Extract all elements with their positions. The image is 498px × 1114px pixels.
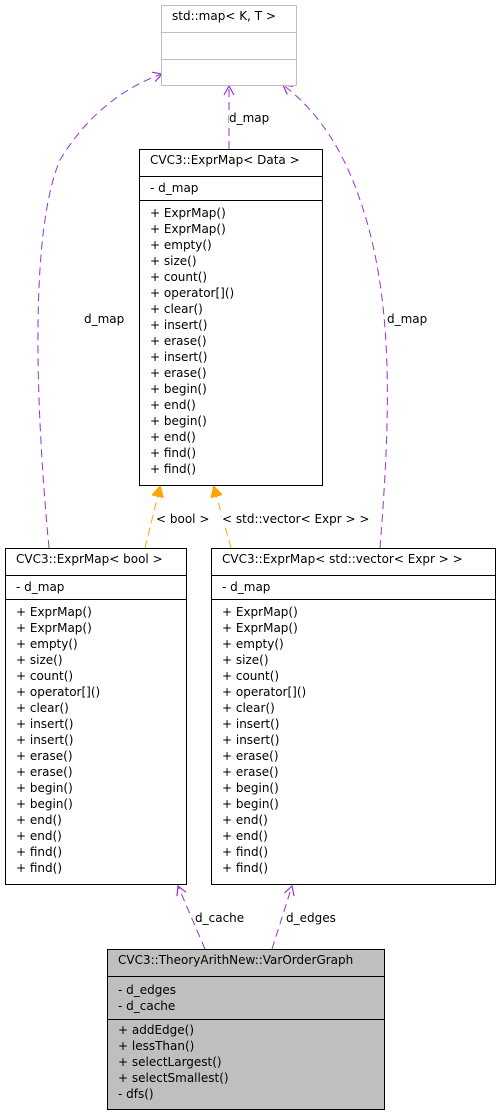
class-title: CVC3::ExprMap< Data >: [150, 153, 300, 167]
attributes-section: - d_map: [140, 176, 322, 200]
method-item: + selectSmallest(): [118, 1071, 229, 1085]
method-item: + begin(): [150, 414, 207, 428]
method-item: + ExprMap(): [150, 206, 226, 220]
method-item: + insert(): [222, 717, 280, 731]
class-title: CVC3::ExprMap< std::vector< Expr > >: [222, 552, 463, 566]
method-item: + begin(): [222, 797, 279, 811]
attributes-section: - d_edges - d_cache: [108, 976, 384, 1019]
edge-bool-to-data: [144, 487, 160, 549]
method-item: + begin(): [16, 781, 73, 795]
method-item: + lessThan(): [118, 1039, 195, 1053]
class-std-map[interactable]: std::map< K, T >: [161, 5, 297, 86]
attribute-item: - d_map: [150, 181, 199, 195]
class-expr-map-bool[interactable]: CVC3::ExprMap< bool > - d_map + ExprMap(…: [5, 548, 187, 885]
label-graph-to-bool: d_cache: [195, 911, 245, 925]
method-item: + operator[](): [150, 286, 235, 300]
method-item: + ExprMap(): [222, 621, 298, 635]
methods-section: + ExprMap() + ExprMap() + empty() + size() +…: [140, 200, 322, 477]
method-item: + insert(): [16, 717, 74, 731]
method-item: + erase(): [222, 765, 279, 779]
method-item: + operator[](): [16, 685, 101, 699]
class-title: CVC3::ExprMap< bool >: [16, 552, 163, 566]
method-item: + find(): [16, 861, 63, 875]
method-item: + clear(): [150, 302, 203, 316]
label-vector-to-data: < std::vector< Expr > >: [222, 512, 370, 526]
attributes-section: - d_map: [6, 575, 186, 599]
edge-vector-to-map: [282, 84, 388, 549]
method-item: + end(): [16, 813, 62, 827]
method-item: + erase(): [16, 749, 73, 763]
label-bool-to-map: d_map: [84, 312, 125, 326]
method-item: + end(): [222, 813, 268, 827]
method-item: + begin(): [150, 382, 207, 396]
methods-section: [162, 59, 296, 85]
method-item: + end(): [222, 829, 268, 843]
method-item: + insert(): [150, 350, 208, 364]
method-item: + count(): [16, 669, 74, 683]
attribute-item: - d_cache: [118, 999, 176, 1013]
method-item: + empty(): [150, 238, 212, 252]
method-item: + size(): [222, 653, 269, 667]
attribute-item: - d_map: [222, 580, 271, 594]
class-expr-map-vector[interactable]: CVC3::ExprMap< std::vector< Expr > > - d…: [211, 548, 496, 885]
method-item: + empty(): [222, 637, 284, 651]
method-item: + insert(): [222, 733, 280, 747]
method-item: + find(): [16, 845, 63, 859]
method-item: + begin(): [222, 781, 279, 795]
edge-graph-to-vector: [271, 884, 295, 950]
method-item: + end(): [150, 430, 196, 444]
method-item: + end(): [16, 829, 62, 843]
attributes-section: - d_map: [212, 575, 495, 599]
class-title: CVC3::TheoryArithNew::VarOrderGraph: [118, 953, 354, 967]
method-item: + erase(): [150, 334, 207, 348]
method-item: + count(): [150, 270, 208, 284]
method-item: + empty(): [16, 637, 78, 651]
method-item: + find(): [150, 462, 197, 476]
class-title: std::map< K, T >: [172, 9, 276, 23]
attribute-item: - d_edges: [118, 983, 177, 997]
label-graph-to-vector: d_edges: [286, 911, 336, 925]
method-item: + find(): [222, 861, 269, 875]
method-item: + erase(): [16, 765, 73, 779]
method-item: + size(): [16, 653, 63, 667]
method-item: + insert(): [16, 733, 74, 747]
edge-graph-to-bool: [176, 884, 206, 950]
method-item: + ExprMap(): [16, 605, 92, 619]
method-item: + addEdge(): [118, 1023, 195, 1037]
method-item: + begin(): [16, 797, 73, 811]
method-item: + end(): [150, 398, 196, 412]
method-item: + clear(): [16, 701, 69, 715]
methods-section: + ExprMap() + ExprMap() + empty() + size() +…: [212, 599, 495, 876]
method-item: + selectLargest(): [118, 1055, 222, 1069]
label-bool-to-data: < bool >: [156, 512, 210, 526]
label-data-to-map: d_map: [229, 111, 270, 125]
method-item: + operator[](): [222, 685, 307, 699]
method-item: + ExprMap(): [150, 222, 226, 236]
method-item: + insert(): [150, 318, 208, 332]
attribute-item: - d_map: [16, 580, 65, 594]
method-item: + find(): [150, 446, 197, 460]
methods-section: + ExprMap() + ExprMap() + empty() + size() +…: [6, 599, 186, 876]
method-item: + ExprMap(): [222, 605, 298, 619]
method-item: + clear(): [222, 701, 275, 715]
method-item: + size(): [150, 254, 197, 268]
method-item: + erase(): [150, 366, 207, 380]
method-item: - dfs(): [118, 1087, 154, 1101]
method-item: + ExprMap(): [16, 621, 92, 635]
method-item: + find(): [222, 845, 269, 859]
label-vector-to-map: d_map: [387, 312, 428, 326]
methods-section: + addEdge() + lessThan() + selectLargest()…: [108, 1019, 384, 1102]
method-item: + count(): [222, 669, 280, 683]
class-var-order-graph[interactable]: CVC3::TheoryArithNew::VarOrderGraph - d_…: [107, 949, 385, 1110]
class-expr-map-data[interactable]: CVC3::ExprMap< Data > - d_map + ExprMap(…: [139, 149, 323, 486]
method-item: + erase(): [222, 749, 279, 763]
attributes-section: [162, 32, 296, 59]
